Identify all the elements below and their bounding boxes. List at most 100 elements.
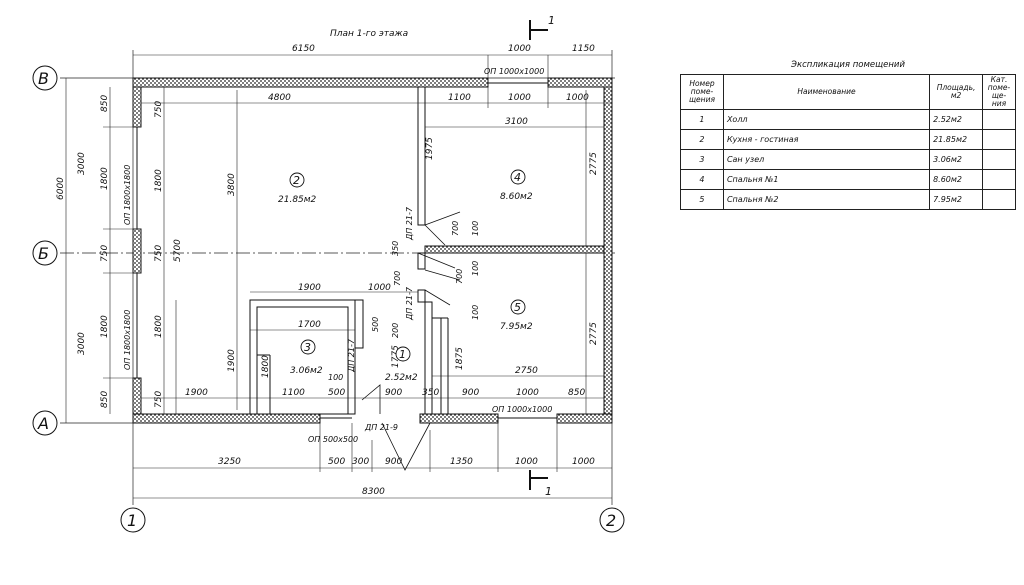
axis-label-a: А	[37, 414, 49, 433]
axis-label-v: В	[38, 69, 49, 88]
dim-left-1800b: 1800	[100, 315, 110, 338]
dim-inner-1800a: 1800	[154, 169, 164, 192]
room-5-number: 5	[514, 301, 521, 314]
dim-top-1000: 1000	[508, 44, 531, 54]
section-mark-bottom	[529, 470, 548, 490]
table-row: 4 Спальня №1 8.60м2	[680, 169, 1016, 190]
room-4-area: 8.60м2	[500, 192, 533, 202]
row-area: 21.85м2	[929, 129, 984, 150]
label-dp-21-7b: ДП 21-7	[405, 286, 414, 321]
label-op-top: ОП 1000х1000	[484, 67, 544, 76]
room-1-area: 2.52м2	[385, 373, 418, 383]
row-category	[982, 189, 1016, 210]
dim-chain-1350: 1350	[450, 457, 473, 467]
dim-1800v: 1800	[261, 355, 271, 378]
room-3-area: 3.06м2	[290, 366, 323, 376]
header-category: Кат. поме- ще- ния	[982, 74, 1016, 110]
small-dim-100c: 100	[471, 305, 480, 320]
axis-label-2: 2	[606, 511, 616, 530]
label-op-small: ОП 500х500	[308, 435, 358, 444]
small-dim-700b: 700	[393, 271, 402, 286]
table-row: 2 Кухня - гостиная 21.85м2	[680, 129, 1016, 150]
section-mark-top	[529, 20, 548, 40]
interior-partitions	[249, 86, 449, 415]
header-room-number: Номер поме- щения	[680, 74, 724, 110]
label-dp-21-7a: ДП 21-7	[405, 206, 414, 241]
dim-bot-1000: 1000	[516, 388, 539, 398]
dim-4800: 4800	[268, 93, 291, 103]
row-number: 5	[680, 189, 724, 210]
exterior-walls	[132, 77, 613, 424]
dim-chain-1000b: 1000	[572, 457, 595, 467]
row-category	[982, 169, 1016, 190]
header-name: Наименование	[722, 74, 931, 110]
dim-3100: 3100	[505, 117, 528, 127]
row-category	[982, 129, 1016, 150]
row-area: 7.95м2	[929, 189, 984, 210]
table-row: 1 Холл 2.52м2	[680, 109, 1016, 130]
dim-1975: 1975	[425, 137, 435, 160]
dim-inner-750c: 750	[154, 391, 164, 408]
explication-title: Экспликация помещений	[791, 60, 905, 70]
dim-1700: 1700	[298, 320, 321, 330]
dim-bot-1100: 1100	[282, 388, 305, 398]
dim-8300: 8300	[362, 487, 385, 497]
dim-inner-750b: 750	[154, 245, 164, 262]
row-area: 2.52м2	[929, 109, 984, 130]
dim-inner-1000a: 1000	[508, 93, 531, 103]
dim-1000h: 1000	[368, 283, 391, 293]
row-number: 4	[680, 169, 724, 190]
table-row: 5 Спальня №2 7.95м2	[680, 189, 1016, 210]
row-area: 8.60м2	[929, 169, 984, 190]
row-number: 2	[680, 129, 724, 150]
room-1-number: 1	[399, 348, 406, 361]
section-mark-top-label: 1	[548, 14, 555, 27]
dim-2775b: 2775	[589, 322, 599, 345]
axis-bubbles	[32, 65, 625, 533]
dim-6150: 6150	[292, 44, 315, 54]
dim-left-750: 750	[100, 245, 110, 262]
axis-label-1: 1	[127, 511, 137, 530]
row-name: Спальня №1	[722, 169, 931, 190]
room-3-number: 3	[304, 341, 311, 354]
dimension-lines	[65, 54, 612, 499]
axis-label-b: Б	[38, 244, 49, 263]
dim-6000: 6000	[56, 177, 66, 200]
dim-bot-900a: 900	[385, 388, 402, 398]
dim-1900h: 1900	[298, 283, 321, 293]
dim-3250: 3250	[218, 457, 241, 467]
small-dim-100d: 100	[328, 373, 343, 382]
dim-inner-750a: 750	[154, 101, 164, 118]
section-mark-bottom-label: 1	[545, 485, 552, 498]
label-dp-21-7c: ДП 21-7	[347, 338, 356, 373]
row-number: 3	[680, 149, 724, 170]
explication-header-row: Номер поме- щения Наименование Площадь, …	[680, 74, 1016, 110]
dim-chain-900: 900	[385, 457, 402, 467]
dim-1100: 1100	[448, 93, 471, 103]
room-5-area: 7.95м2	[500, 322, 533, 332]
dim-bot-900b: 900	[462, 388, 479, 398]
label-op-left-bottom: ОП 1800х1800	[123, 310, 132, 370]
room-markers	[289, 169, 526, 362]
row-name: Спальня №2	[722, 189, 931, 210]
dim-left-850a: 850	[100, 95, 110, 112]
dim-inner-1800b: 1800	[154, 315, 164, 338]
small-dim-100a: 100	[471, 221, 480, 236]
dim-3000a: 3000	[77, 152, 87, 175]
small-dim-500: 500	[371, 317, 380, 332]
dim-chain-500: 500	[328, 457, 345, 467]
dim-2775a: 2775	[589, 152, 599, 175]
dim-5700: 5700	[173, 239, 183, 262]
small-dim-200a: 200	[391, 323, 400, 338]
dim-bot-1900: 1900	[185, 388, 208, 398]
dim-chain-300: 300	[352, 457, 369, 467]
dim-1900v: 1900	[227, 349, 237, 372]
small-dim-700a: 700	[451, 221, 460, 236]
room-2-number: 2	[293, 174, 300, 187]
dim-bot-850: 850	[568, 388, 585, 398]
dim-2750: 2750	[515, 366, 538, 376]
header-area: Площадь, м2	[929, 74, 984, 110]
explication-table: Номер поме- щения Наименование Площадь, …	[680, 74, 1016, 210]
plan-title: План 1-го этажа	[330, 29, 408, 39]
